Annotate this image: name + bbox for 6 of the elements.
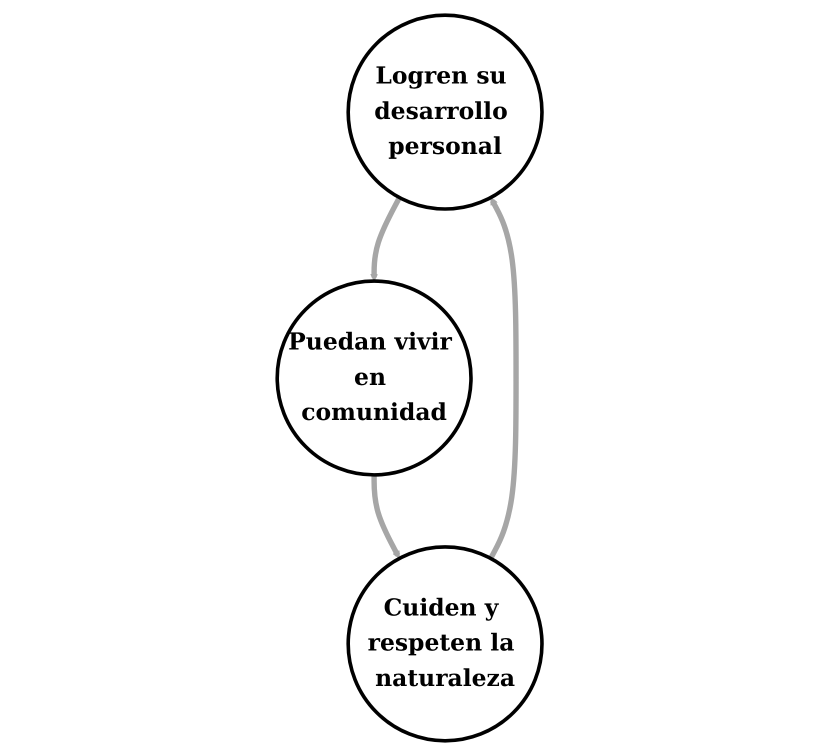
node-circle: Cuiden y respeten la naturaleza [346,545,544,743]
arrow [372,474,401,559]
node-circle: Logren su desarrollo personal [346,13,544,211]
arrow [488,197,520,560]
node-circle: Puedan vivir en comunidad [276,279,474,477]
arrow [370,196,402,282]
